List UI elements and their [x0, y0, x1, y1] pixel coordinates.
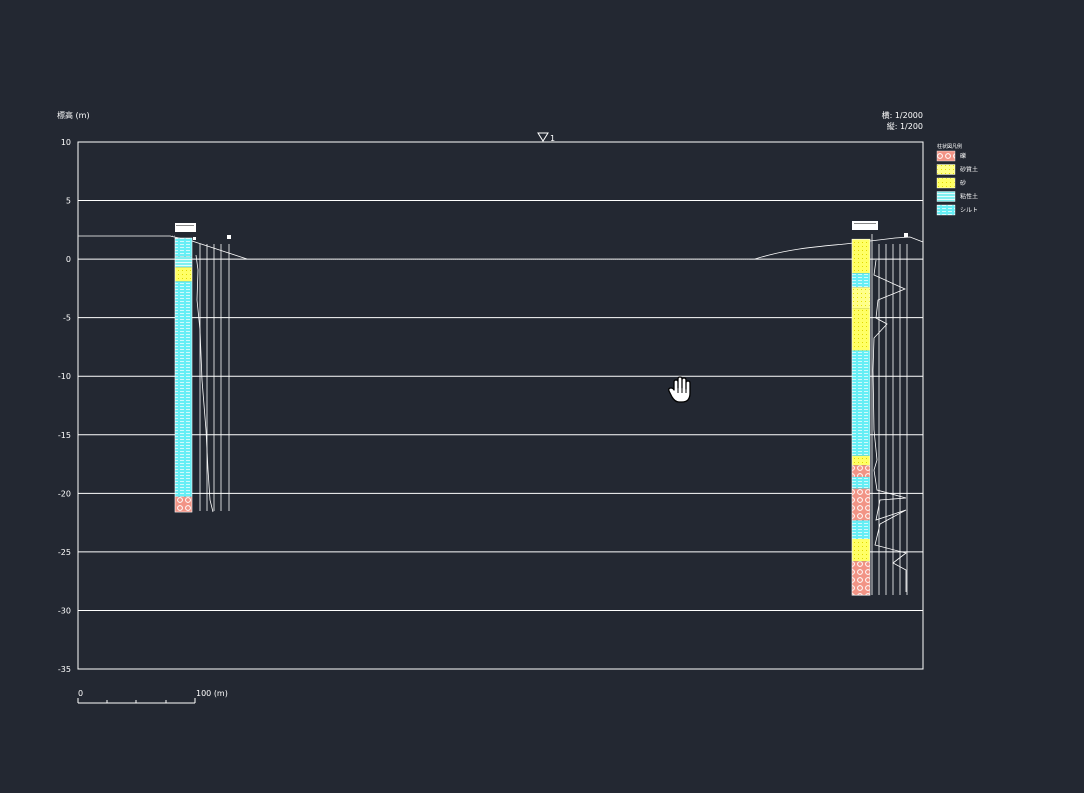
soil-layer-sand [852, 455, 870, 466]
horizontal-scale-label: 横: 1/2000 [882, 110, 923, 120]
ground-surface-left [78, 235, 248, 260]
soil-layer-silt [175, 238, 192, 257]
borehole-left[interactable] [174, 237, 193, 513]
water-level-label: 1 [550, 134, 555, 143]
soil-layer-sand [852, 239, 870, 274]
tick-label: -25 [58, 548, 71, 557]
legend-label-sandy: 砂質土 [960, 166, 978, 174]
borehole-left-marker [193, 237, 196, 240]
borehole-left-name-plate [175, 223, 196, 232]
tick-label: -35 [58, 665, 71, 674]
soil-layer-silt [852, 476, 870, 489]
borehole-outline [174, 237, 193, 513]
soil-layer-silt [852, 520, 870, 540]
legend-swatch-sandy [936, 164, 956, 175]
legend-label-silt: シルト [960, 207, 978, 214]
borehole-left-nvalue-columns [195, 244, 230, 513]
elevation-tick-labels: 10 5 0 -5 -10 -15 -20 -25 -30 -35 [58, 138, 71, 674]
borehole-outline [851, 238, 871, 596]
plot-frame [77, 141, 924, 670]
tick-label: 0 [66, 255, 71, 264]
scale-bar [77, 698, 196, 704]
legend-swatch-sand [936, 177, 956, 189]
tick-label: -30 [58, 606, 71, 615]
soil-layer-sand [852, 308, 870, 351]
soil-layer-gravel [175, 496, 192, 513]
legend-label-gravel: 礫 [960, 152, 966, 160]
tick-label: 10 [61, 138, 71, 147]
legend-swatch-clay [936, 191, 956, 202]
soil-layer-clay [175, 256, 192, 268]
legend-swatch-silt [936, 204, 956, 216]
tick-label: -5 [63, 314, 71, 323]
soil-layer-sandy [852, 287, 870, 309]
water-level-icon [537, 132, 549, 142]
scale-bar-start-label: 0 [78, 689, 83, 698]
soil-layer-silt [852, 350, 870, 456]
soil-layer-sand [175, 267, 192, 282]
vertical-scale-label: 縦: 1/200 [887, 121, 923, 131]
soil-layer-gravel [852, 465, 870, 477]
legend-title: 柱状図凡例 [937, 143, 962, 150]
borehole-right-nvalue-columns [871, 234, 908, 595]
y-axis-label: 標高 (m) [57, 110, 90, 120]
tick-label: -10 [58, 372, 71, 381]
soil-layer-gravel [852, 561, 870, 596]
legend-label-clay: 粘性土 [960, 193, 978, 201]
ground-surface [78, 235, 924, 260]
legend-swatch-gravel [936, 150, 956, 162]
tick-label: -20 [58, 489, 71, 498]
borehole-right-name-plate [852, 221, 878, 230]
soil-layer-silt [852, 273, 870, 288]
tick-label: 5 [66, 197, 71, 206]
borehole-right-name-plate-mark [854, 223, 876, 224]
soil-layer-silt [175, 281, 192, 497]
ground-surface-right [754, 236, 924, 260]
borehole-left-marker-2 [227, 235, 231, 239]
scale-bar-end-label: 100 (m) [196, 689, 228, 698]
pan-hand-cursor-icon [668, 376, 691, 403]
soil-layer-gravel [852, 488, 870, 521]
borehole-right[interactable] [851, 238, 871, 596]
soil-layer-sand [852, 539, 870, 562]
tick-label: -15 [58, 431, 71, 440]
borehole-left-name-plate-mark [176, 225, 194, 226]
elevation-grid [78, 200, 923, 611]
legend-label-sand: 砂 [960, 179, 966, 187]
borehole-right-marker [904, 233, 908, 237]
